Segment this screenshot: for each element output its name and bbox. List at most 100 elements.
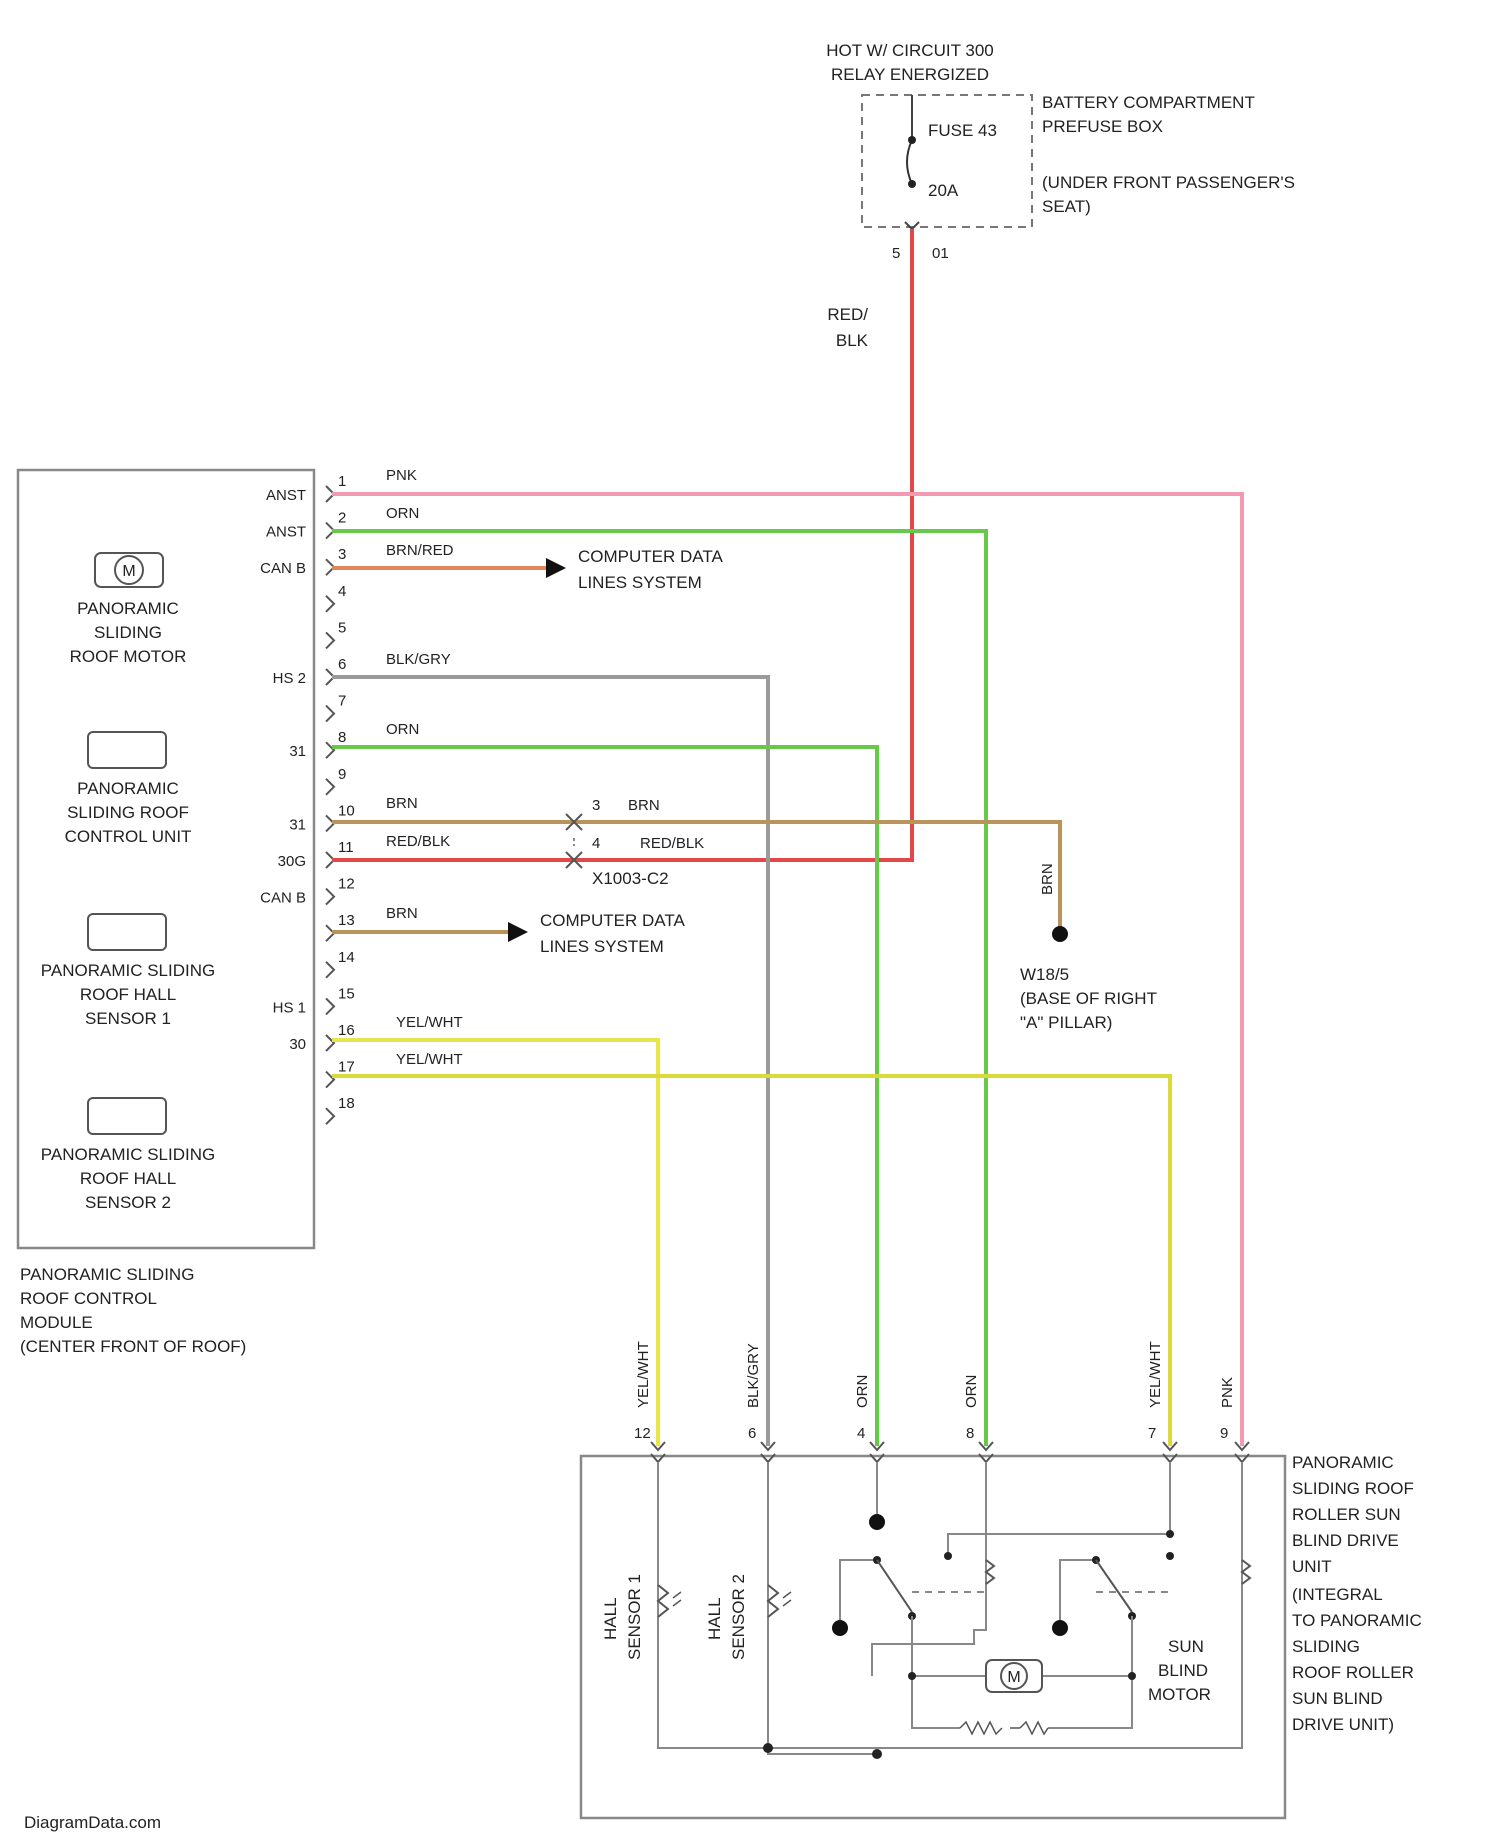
drive-bus-node-2 [872, 1749, 882, 1759]
module-pin-signal: ANST [266, 524, 306, 541]
data-lines-arrow-1 [546, 558, 566, 578]
drive-pin-7: 7 [1148, 1425, 1156, 1442]
hall-sensor-1-label-3: SENSOR 1 [85, 1009, 171, 1028]
roof-motor-label-3: ROOF MOTOR [70, 647, 187, 666]
control-module: M PANORAMIC SLIDING ROOF MOTOR PANORAMIC… [18, 470, 314, 1356]
roof-motor-symbol: M [95, 553, 163, 587]
ground-wire-color: BRN [1039, 863, 1056, 895]
data-lines-2-line2: LINES SYSTEM [540, 937, 664, 956]
module-wire-labels: PNK ORN BRN/RED BLK/GRY ORN BRN RED/BLK … [386, 467, 463, 1068]
ground-name: W18/5 [1020, 965, 1069, 984]
relay1-common [840, 1560, 877, 1628]
module-title-line1: PANORAMIC SLIDING [20, 1265, 194, 1284]
fuse-symbol [907, 140, 912, 184]
power-section: HOT W/ CIRCUIT 300 RELAY ENERGIZED FUSE … [826, 41, 1295, 350]
module-pin-terminal [326, 1108, 334, 1124]
drive-unit-terminals [651, 1442, 1249, 1462]
hall-sensor-2-element [768, 1585, 791, 1617]
module-pin-terminal [326, 889, 334, 905]
data-lines-2-line1: COMPUTER DATA [540, 911, 685, 930]
module-pin-signal: CAN B [260, 890, 306, 907]
inline-pin-b: 4 [592, 835, 600, 852]
wire-label-pin2: ORN [386, 505, 419, 522]
data-lines-1-line2: LINES SYSTEM [578, 573, 702, 592]
motor-ptc-elements [960, 1722, 1048, 1734]
prefuse-box-name-line1: BATTERY COMPARTMENT [1042, 93, 1255, 112]
inline-pin-a: 3 [592, 797, 600, 814]
drive-unit-title-3: ROLLER SUN [1292, 1505, 1401, 1524]
prefuse-box-location-line1: (UNDER FRONT PASSENGER'S [1042, 173, 1295, 192]
inline-wire-b: RED/BLK [640, 835, 704, 852]
wire-label-pin11: RED/BLK [386, 833, 450, 850]
hall-sensor-1-element [658, 1585, 681, 1617]
module-pin-number: 3 [338, 546, 346, 563]
ground-location-line1: (BASE OF RIGHT [1020, 989, 1157, 1008]
sun-blind-motor-symbol: M [986, 1660, 1042, 1692]
fuse-terminal-top [908, 136, 916, 144]
drive-unit: YEL/WHT BLK/GRY ORN ORN YEL/WHT PNK 12 6… [581, 1341, 1422, 1818]
roof-motor-label-1: PANORAMIC [77, 599, 179, 618]
drive-wire-label-8: ORN [963, 1375, 980, 1408]
hall-sensor-1-label-b: SENSOR 1 [625, 1574, 644, 1660]
drive-unit-title-4: BLIND DRIVE [1292, 1531, 1399, 1550]
prefuse-box-name-line2: PREFUSE BOX [1042, 117, 1163, 136]
drive-internal-pin8 [872, 1462, 986, 1676]
drive-wire-label-12: YEL/WHT [635, 1341, 652, 1408]
drive-pin-8: 8 [966, 1425, 974, 1442]
drive-internal-pin7 [948, 1462, 1170, 1556]
drive-pin-9: 9 [1220, 1425, 1228, 1442]
hall-sensor-1-label-1: PANORAMIC SLIDING [41, 961, 215, 980]
prefuse-pin-left: 5 [892, 245, 900, 262]
prefuse-pin-right: 01 [932, 245, 949, 262]
drive-node-pin8-a [944, 1552, 952, 1560]
hall-sensor-2-label-2: ROOF HALL [80, 1169, 176, 1188]
feed-wire-color-line1: RED/ [827, 305, 868, 324]
hall-sensor-2-label-1: PANORAMIC SLIDING [41, 1145, 215, 1164]
watermark: DiagramData.com [24, 1813, 161, 1832]
drive-pin-12: 12 [634, 1425, 651, 1442]
wire-label-pin15: YEL/WHT [396, 1014, 463, 1031]
wire-label-pin8: ORN [386, 721, 419, 738]
module-pin-signal: HS 2 [273, 670, 306, 687]
relay2-node [1052, 1620, 1068, 1636]
drive-wire-label-9: PNK [1219, 1377, 1236, 1408]
drive-pin-4: 4 [857, 1425, 865, 1442]
fuse-rating: 20A [928, 181, 959, 200]
module-pin-terminal [326, 1035, 334, 1051]
module-pin-number: 18 [338, 1095, 355, 1112]
module-pin-terminal [326, 779, 334, 795]
module-pin-terminal [326, 742, 334, 758]
control-unit-label-3: CONTROL UNIT [65, 827, 192, 846]
sun-blind-motor-label-2: BLIND [1158, 1661, 1208, 1680]
relay1-node [832, 1620, 848, 1636]
drive-unit-title-11: DRIVE UNIT) [1292, 1715, 1394, 1734]
module-connector: 1ANST2ANST3CAN B456HS 27831910311130G12C… [260, 473, 355, 1124]
module-pin-number: 10 [338, 802, 355, 819]
relay2-arm [1096, 1560, 1132, 1612]
module-pin-terminal [326, 998, 334, 1014]
relay-coil-1 [986, 1560, 994, 1584]
data-lines-arrow-2 [508, 922, 528, 942]
wire-label-pin12: BRN [386, 905, 418, 922]
module-pin-number: 17 [338, 1059, 355, 1076]
module-pin-number: 16 [338, 1022, 355, 1039]
hot-at-label-line1: HOT W/ CIRCUIT 300 [826, 41, 994, 60]
module-pin-number: 4 [338, 583, 346, 600]
sun-blind-motor-label-3: MOTOR [1148, 1685, 1211, 1704]
hot-at-label-line2: RELAY ENERGIZED [831, 65, 989, 84]
drive-unit-title-2: SLIDING ROOF [1292, 1479, 1414, 1498]
module-pin-signal: CAN B [260, 560, 306, 577]
drive-node-pin7-a [1166, 1530, 1174, 1538]
data-lines-1-line1: COMPUTER DATA [578, 547, 723, 566]
module-pin-number: 2 [338, 510, 346, 527]
wires [332, 229, 1242, 1446]
ground-w18-5: BRN W18/5 (BASE OF RIGHT "A" PILLAR) [1020, 863, 1157, 1032]
fuse-terminal-bottom [908, 180, 916, 188]
module-pin-signal: 30 [289, 1036, 306, 1053]
wire-label-pin1: PNK [386, 467, 417, 484]
module-pin-number: 5 [338, 619, 346, 636]
hall-sensor-2-symbol [88, 1098, 166, 1134]
roof-motor-label-2: SLIDING [94, 623, 162, 642]
module-pin-terminal [326, 596, 334, 612]
prefuse-box-outline [862, 95, 1032, 227]
